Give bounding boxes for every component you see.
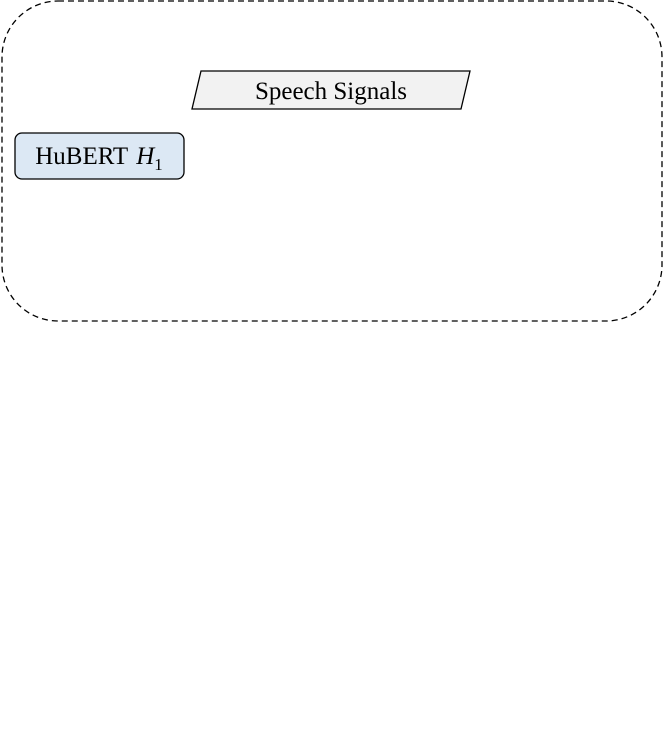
speech-signals-label: Speech Signals bbox=[255, 78, 407, 105]
dashed-group-boundary bbox=[1, 0, 663, 322]
hubert-h1-label: HuBERT H1 bbox=[35, 143, 163, 174]
hubert-h1-node: HuBERT H1 bbox=[14, 132, 185, 180]
hubert-h1-box bbox=[14, 132, 185, 180]
hubert-model-name: HuBERT bbox=[35, 143, 128, 170]
speech-signals-shape bbox=[191, 70, 471, 110]
hubert-math-subscript: 1 bbox=[154, 155, 163, 174]
hubert-math-symbol: H bbox=[135, 143, 156, 170]
speech-signals-node: Speech Signals bbox=[191, 70, 471, 110]
